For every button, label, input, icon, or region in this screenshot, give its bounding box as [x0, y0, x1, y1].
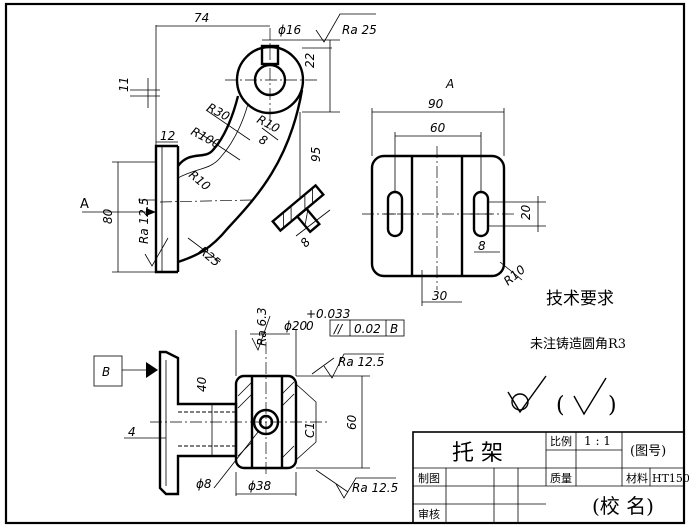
dim-8-upper: 8: [257, 132, 271, 148]
dim-60-a: 60: [430, 121, 446, 135]
rib-section: [271, 183, 325, 234]
dim-r100: R100: [189, 124, 223, 151]
tol-upper: +0.033: [306, 307, 350, 321]
technical-requirements: 技术要求 未注铸造圆角R3: [530, 289, 626, 352]
scale-value: 1 : 1: [584, 434, 611, 448]
dim-12: 12: [160, 129, 175, 143]
dim-22: 22: [303, 53, 317, 68]
dim-c1: C1: [303, 422, 317, 438]
roughness-paren-open: (: [556, 393, 565, 418]
checked-label: 审核: [418, 507, 440, 521]
gtol-value: 0.02: [354, 322, 381, 336]
dim-11: 11: [117, 77, 131, 92]
dim-ra125-left: Ra 12.5: [137, 198, 151, 244]
tech-title: 技术要求: [546, 289, 614, 309]
drawn-label: 制图: [418, 472, 440, 485]
dim-phi8: ϕ8: [196, 477, 212, 491]
gtol-frame: [329, 319, 405, 337]
view-a: [362, 108, 546, 306]
title-block: [412, 431, 685, 524]
arm-inner-curve: [177, 103, 249, 179]
gtol-datum: B: [390, 322, 398, 336]
general-roughness-symbol: ( ): [507, 375, 617, 418]
gtol-symbol: //: [333, 322, 344, 336]
material-value: HT150: [652, 472, 689, 485]
dim-r10-lower: R10: [186, 168, 213, 194]
dim-ra125-mid: Ra 12.5: [338, 355, 384, 369]
dim-ra63: Ra 6.3: [255, 307, 269, 346]
dim-8-section: 8: [298, 235, 314, 250]
scale-label: 比例: [550, 434, 572, 448]
dim-r30: R30: [205, 100, 233, 124]
view-a-outline: [370, 154, 506, 278]
datum-b-box: [93, 355, 123, 387]
drawing-number: (图号): [630, 444, 666, 459]
drawing-border: [4, 2, 686, 525]
dim-74: 74: [194, 11, 209, 25]
dim-ra125-bottom: Ra 12.5: [352, 481, 398, 495]
dim-90: 90: [428, 97, 444, 111]
dim-phi38: ϕ38: [248, 479, 272, 493]
flange-outline: [158, 350, 238, 496]
front-view: [82, 13, 376, 274]
view-a-title: A: [445, 77, 454, 91]
dim-30: 30: [432, 289, 448, 303]
school-name: (校 名): [592, 494, 654, 518]
top-view: [93, 315, 405, 499]
base-plate-outline: [154, 144, 178, 274]
arm-centerline: [159, 199, 253, 203]
dim-8-a: 8: [478, 239, 486, 253]
dim-phi16: ϕ16: [278, 23, 302, 37]
tol-lower: 0: [306, 319, 314, 333]
dim-40: 40: [195, 376, 209, 392]
dim-60-b: 60: [345, 414, 359, 430]
datum-b-label: B: [102, 365, 110, 379]
roughness-paren-close: ): [608, 393, 617, 418]
dim-phi20: ϕ20: [284, 319, 308, 333]
material-label: 材料: [626, 471, 648, 485]
dim-ra25: Ra 25: [342, 23, 377, 37]
quantity-label: 质量: [550, 472, 572, 485]
part-name: 托 架: [452, 441, 503, 466]
view-a-dimensions: A 90 60 20 8 R10 30: [428, 77, 533, 303]
top-view-dimensions: B ϕ20 +0.033 0 // 0.02 B Ra 6.3 Ra 12.5 …: [102, 307, 398, 495]
title-block-text: 托 架 比例 1 : 1 (图号) 制图 质量 材料 HT150 审核 (校 名…: [418, 434, 689, 521]
dim-4: 4: [128, 425, 136, 439]
dim-80: 80: [101, 208, 115, 224]
dim-20: 20: [519, 204, 533, 220]
dim-95: 95: [309, 147, 323, 162]
arm-lower-curve: [177, 89, 304, 264]
section-a-arrow-label: A: [80, 197, 89, 212]
arm-upper-curve: [177, 95, 240, 167]
tech-line-1: 未注铸造圆角R3: [530, 336, 626, 352]
front-view-dimensions: 74 ϕ16 Ra 25 22 11 R30 R100 R10 8 12 95 …: [101, 11, 377, 269]
